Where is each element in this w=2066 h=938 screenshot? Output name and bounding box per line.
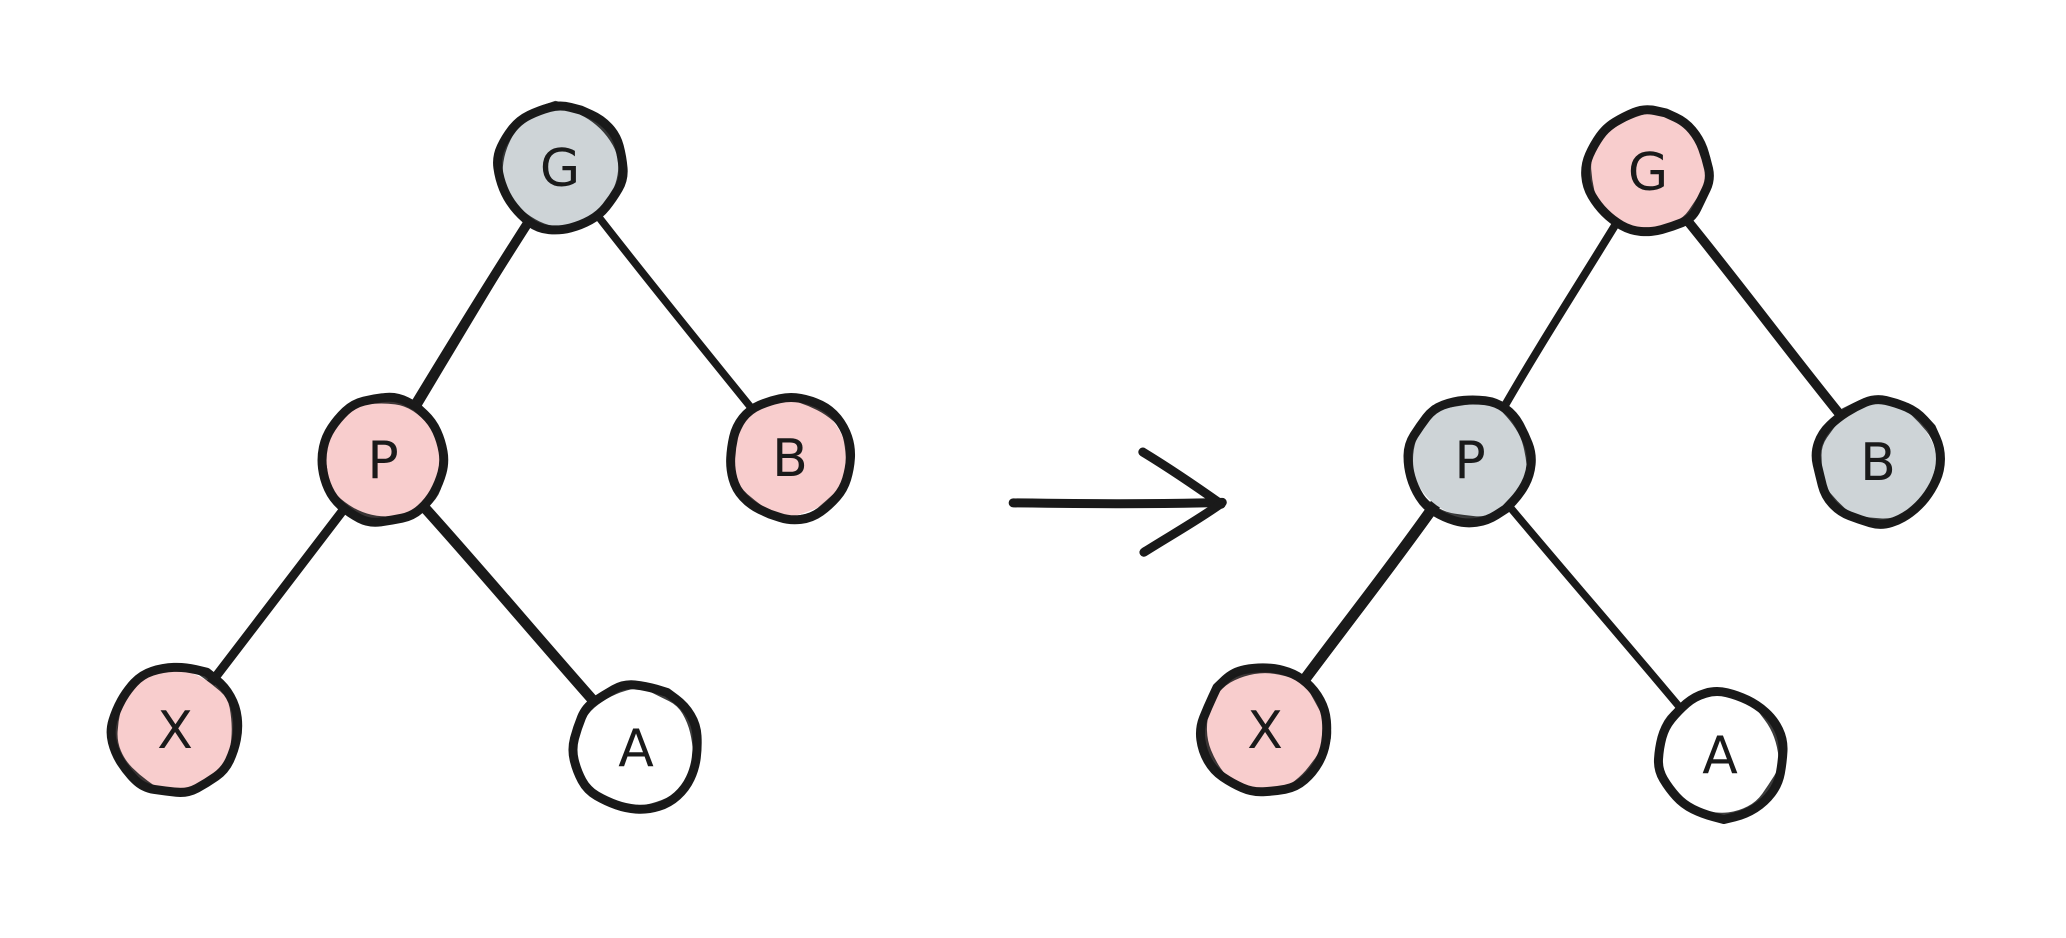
node-fill [1658, 697, 1781, 816]
edges-layer [202, 204, 1850, 718]
edge-before-tree-G-P [404, 209, 539, 420]
node-fill [114, 669, 236, 791]
edge-before-tree-G-B [588, 204, 763, 421]
edge-before-tree-P-X [202, 497, 355, 693]
edge-stroke-overdraw [1679, 212, 1850, 425]
arrow-head-upper [1138, 447, 1226, 509]
nodes-layer: G P B X A G P B X A [106, 100, 1945, 825]
node-after-tree-B[interactable]: B [1811, 395, 1945, 529]
arrow-head-lower [1139, 498, 1226, 557]
edge-after-tree-P-A [1498, 494, 1689, 718]
edge-stroke [588, 204, 763, 421]
node-after-tree-A[interactable]: A [1653, 687, 1788, 825]
edge-after-tree-G-B [1675, 206, 1850, 426]
edge-stroke [1494, 211, 1626, 421]
edge-stroke-overdraw [415, 497, 607, 714]
node-outline-overdraw [497, 100, 624, 233]
node-outline-overdraw [1201, 667, 1332, 795]
arrow-shaft [1008, 497, 1227, 509]
edge-stroke [202, 497, 355, 693]
node-before-tree-X[interactable]: X [106, 662, 243, 797]
edge-stroke [1498, 494, 1689, 718]
node-outline-overdraw [1656, 689, 1785, 819]
arrow-group [1008, 447, 1227, 557]
node-before-tree-G[interactable]: G [493, 100, 628, 235]
node-fill [1590, 112, 1708, 232]
node-outline-overdraw [319, 397, 446, 522]
edge-after-tree-G-P [1494, 211, 1626, 421]
edge-before-tree-P-A [412, 495, 607, 714]
edge-stroke-overdraw [1297, 499, 1443, 693]
node-fill [324, 401, 442, 521]
transition-arrow [1008, 447, 1227, 557]
node-outline-overdraw [111, 663, 238, 794]
node-after-tree-X[interactable]: X [1195, 663, 1332, 797]
node-outline-overdraw [1815, 397, 1943, 525]
node-fill [500, 108, 619, 229]
node-outline-overdraw [727, 395, 852, 523]
node-fill [1204, 669, 1326, 789]
node-before-tree-A[interactable]: A [568, 680, 702, 814]
edge-stroke-overdraw [409, 212, 537, 420]
node-fill [1412, 400, 1528, 519]
node-outline-overdraw [571, 682, 699, 813]
node-outline-overdraw [1585, 108, 1712, 234]
edge-after-tree-P-X [1292, 495, 1444, 694]
node-fill [577, 688, 697, 806]
node-fill [732, 400, 848, 519]
node-fill [1820, 402, 1938, 522]
node-before-tree-P[interactable]: P [317, 392, 449, 527]
node-before-tree-B[interactable]: B [726, 393, 856, 525]
node-after-tree-P[interactable]: P [1403, 395, 1536, 528]
node-outline-overdraw [1407, 398, 1533, 522]
node-after-tree-G[interactable]: G [1581, 105, 1714, 237]
